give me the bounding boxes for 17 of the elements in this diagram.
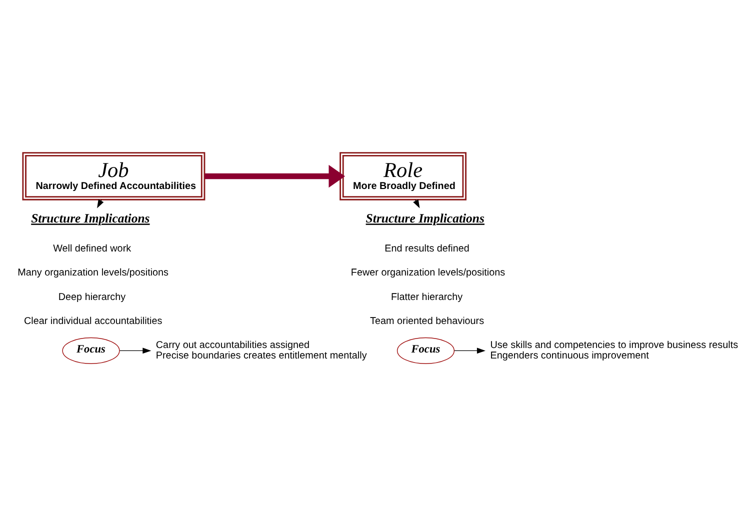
label: Many organization levels/positions [18, 267, 169, 278]
arrow [119, 347, 152, 354]
label: Flatter hierarchy [390, 291, 463, 302]
label: Clear individual accountabilities [24, 315, 162, 326]
label: End results defined [384, 243, 470, 254]
label: Team oriented behaviours [370, 315, 484, 326]
node-ellipse: Focus [396, 336, 455, 364]
label: Fewer organization levels/positions [350, 267, 506, 278]
node-text: Use skills and competencies to improve business results Engenders continuous improvement [490, 339, 738, 362]
node-text: Structure Implications [31, 211, 150, 226]
label: Deep hierarchy [58, 291, 126, 302]
label: Well defined work [53, 243, 132, 254]
node-ellipse: Focus [62, 336, 120, 364]
node-text: Structure Implications [366, 211, 484, 226]
arrow [454, 347, 486, 354]
node-text: Carry out accountabilities assigned Precise boundaries creates entitlement mentally [156, 339, 367, 362]
arrow [204, 164, 346, 188]
